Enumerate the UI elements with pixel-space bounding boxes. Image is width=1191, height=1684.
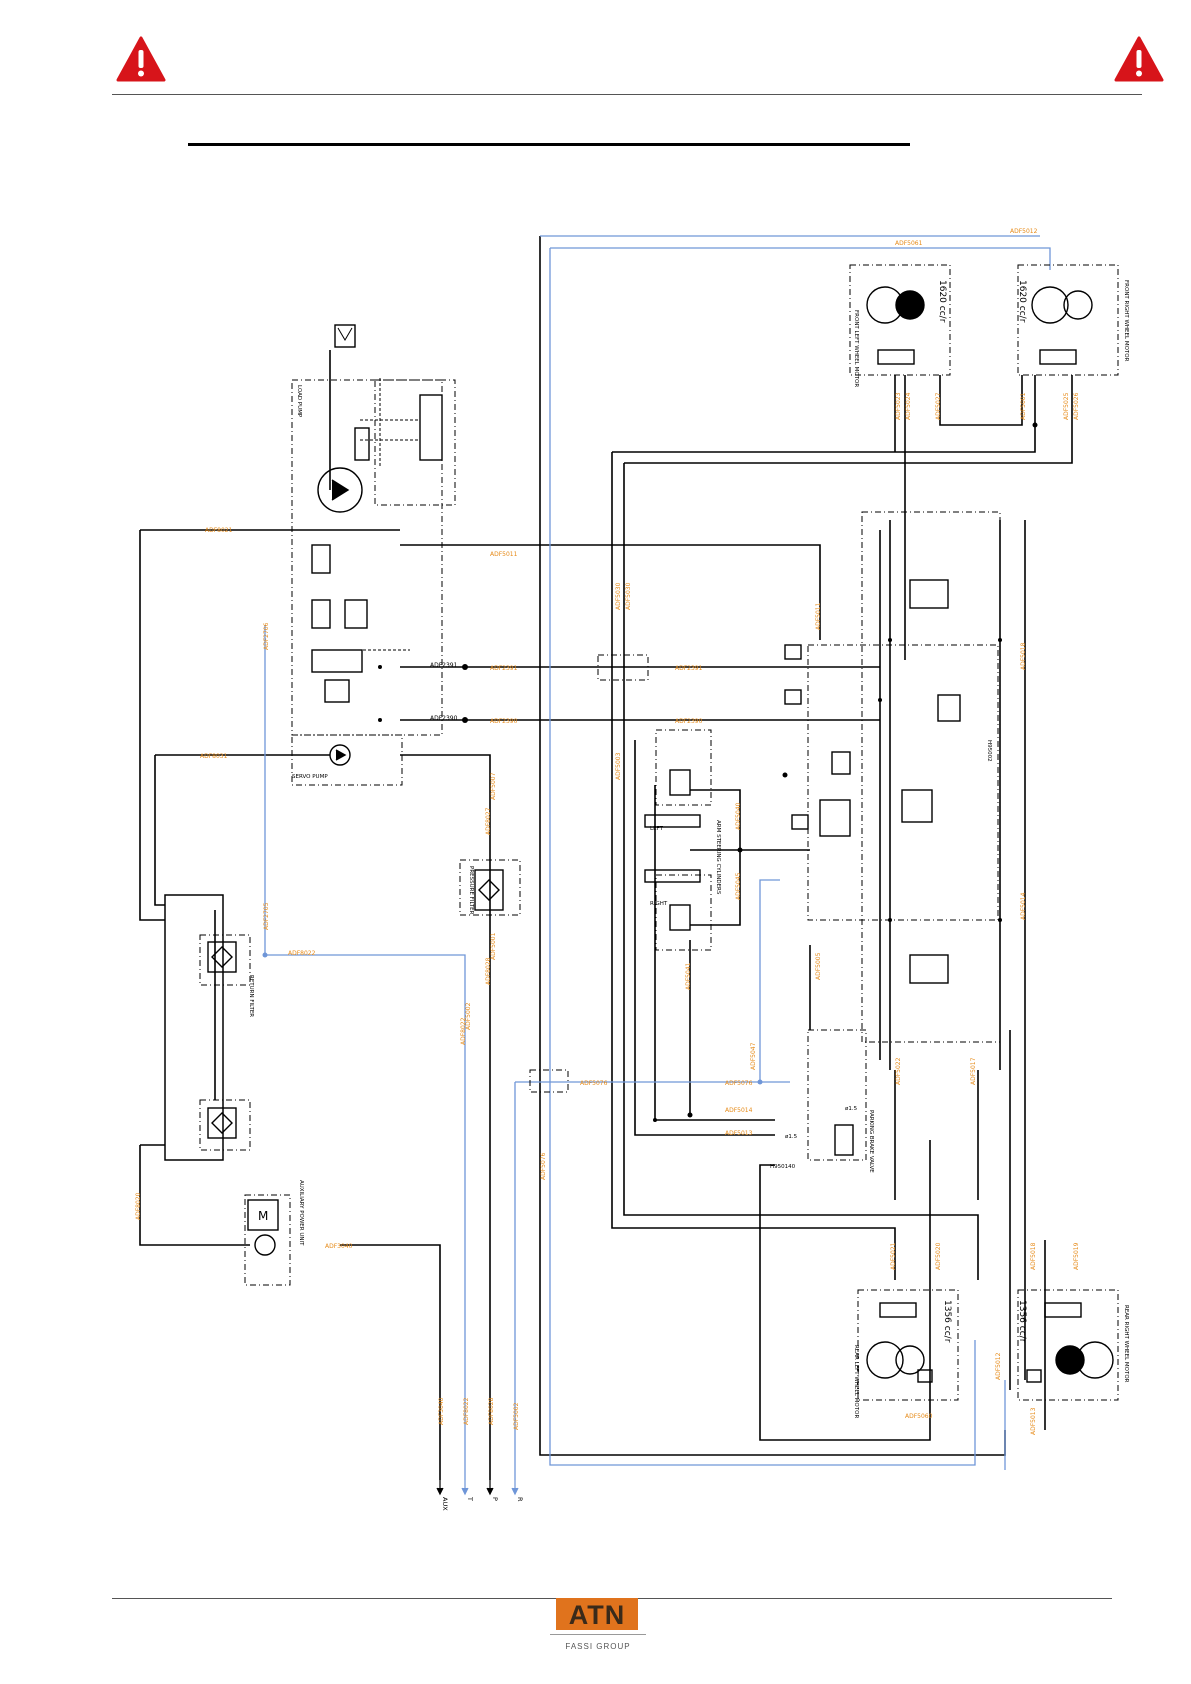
code-label-adf8022: ADF8022 (288, 950, 316, 957)
svg-text:ADF8021: ADF8021 (205, 527, 233, 534)
svg-text:ADF5013: ADF5013 (1030, 1407, 1037, 1435)
svg-text:ADF2705: ADF2705 (263, 902, 270, 930)
svg-text:H950140: H950140 (770, 1164, 796, 1170)
svg-text:1356 cc/r: 1356 cc/r (1017, 1300, 1027, 1343)
logo-text: ATN (568, 1600, 626, 1630)
svg-text:ADF5026: ADF5026 (1073, 392, 1080, 420)
svg-text:ADF3040: ADF3040 (438, 1397, 445, 1425)
svg-text:ADF5017: ADF5017 (970, 1057, 977, 1085)
svg-text:PARKING BRAKE VALVE: PARKING BRAKE VALVE (868, 1110, 874, 1173)
svg-text:FRONT RIGHT WHEEL MOTOR: FRONT RIGHT WHEEL MOTOR (1123, 280, 1129, 362)
atn-logo: ATN FASSI GROUP (550, 1598, 652, 1668)
svg-text:ADF5040: ADF5040 (735, 802, 742, 830)
svg-text:ADF8028: ADF8028 (485, 957, 492, 985)
svg-text:ø1.5: ø1.5 (845, 1106, 858, 1112)
svg-text:ADF5076: ADF5076 (725, 1080, 753, 1087)
warning-triangle-icon (1114, 36, 1164, 82)
svg-text:ADF5018: ADF5018 (1020, 642, 1027, 670)
svg-text:ADF5002: ADF5002 (465, 1002, 472, 1030)
svg-text:ADF5020: ADF5020 (935, 1242, 942, 1270)
svg-text:ADF5011: ADF5011 (490, 551, 518, 558)
svg-text:ADF8028: ADF8028 (488, 1397, 495, 1425)
svg-text:ADF5061: ADF5061 (895, 240, 923, 247)
svg-text:ADF5021: ADF5021 (890, 1242, 897, 1270)
svg-text:ADF2390: ADF2390 (430, 715, 458, 722)
svg-text:1356 cc/r: 1356 cc/r (942, 1300, 952, 1343)
svg-text:ADF5041: ADF5041 (685, 962, 692, 990)
svg-text:ADF2391: ADF2391 (675, 665, 703, 672)
svg-text:ADF8031: ADF8031 (200, 753, 228, 760)
svg-text:ADF5012: ADF5012 (1010, 228, 1038, 235)
svg-text:REAR RIGHT WHEEL MOTOR: REAR RIGHT WHEEL MOTOR (1123, 1305, 1129, 1383)
svg-text:ADF5014: ADF5014 (1020, 892, 1027, 920)
svg-text:ADF5027: ADF5027 (935, 392, 942, 420)
svg-text:FRONT LEFT WHEEL MOTOR: FRONT LEFT WHEEL MOTOR (853, 310, 859, 387)
svg-text:ADF5045: ADF5045 (735, 872, 742, 900)
svg-text:ADF5060: ADF5060 (905, 1413, 933, 1420)
svg-text:ADF8020: ADF8020 (135, 1192, 142, 1220)
svg-text:ADF5076: ADF5076 (540, 1152, 547, 1180)
svg-text:LEFT: LEFT (650, 826, 664, 832)
svg-text:ADF5012: ADF5012 (995, 1352, 1002, 1380)
svg-text:ADF5002: ADF5002 (513, 1402, 520, 1430)
outlet-p-label: P (491, 1497, 499, 1501)
svg-text:ADF5076: ADF5076 (580, 1080, 608, 1087)
logo-box (556, 1598, 638, 1630)
svg-text:ADF8027: ADF8027 (485, 807, 492, 835)
svg-text:REAR LEFT WHEEL MOTOR: REAR LEFT WHEEL MOTOR (853, 1345, 859, 1418)
svg-text:1620 cc/r: 1620 cc/r (1017, 280, 1027, 323)
svg-text:ADF5003: ADF5003 (615, 752, 622, 780)
svg-text:ADF5013: ADF5013 (725, 1130, 753, 1137)
svg-text:1620 cc/r: 1620 cc/r (937, 280, 947, 323)
svg-text:ADF5025: ADF5025 (1063, 392, 1070, 420)
svg-text:ADF2390: ADF2390 (490, 718, 518, 725)
svg-text:RIGHT: RIGHT (650, 901, 668, 907)
svg-text:ADF5001: ADF5001 (1020, 392, 1027, 420)
svg-text:ADF5014: ADF5014 (725, 1107, 753, 1114)
svg-text:ARM STEERING CYLINDERS: ARM STEERING CYLINDERS (715, 820, 721, 895)
svg-text:LOAD PUMP: LOAD PUMP (296, 385, 302, 418)
svg-text:ADF5024: ADF5024 (905, 392, 912, 420)
svg-text:ADF5023: ADF5023 (895, 392, 902, 420)
outlet-r-label: R (516, 1497, 524, 1502)
svg-text:ADF5030: ADF5030 (615, 582, 622, 610)
logo-line (550, 1634, 646, 1635)
svg-text:ADF5005: ADF5005 (815, 952, 822, 980)
svg-text:RETURN FILTER: RETURN FILTER (248, 975, 254, 1017)
logo-subtext: FASSI GROUP (565, 1642, 631, 1651)
svg-text:ADF5018: ADF5018 (1030, 1242, 1037, 1270)
svg-text:ADF2390: ADF2390 (675, 718, 703, 725)
svg-text:AUXILIARY POWER UNIT: AUXILIARY POWER UNIT (298, 1180, 304, 1246)
warning-triangle-icon (116, 36, 166, 82)
svg-text:PRESSURE FILTER: PRESSURE FILTER (468, 866, 474, 915)
svg-text:ADF2391: ADF2391 (430, 662, 458, 669)
outlet-t-label: T (466, 1496, 474, 1501)
svg-text:ADF8022: ADF8022 (463, 1397, 470, 1425)
svg-text:ADF5019: ADF5019 (1073, 1242, 1080, 1270)
code-label-adf3040: ADF3040 (325, 1243, 353, 1250)
svg-text:M: M (258, 1209, 268, 1223)
svg-text:ADF5011: ADF5011 (815, 602, 822, 630)
svg-text:ADF5001: ADF5001 (490, 932, 497, 960)
svg-text:ADF8022: ADF8022 (460, 1017, 467, 1045)
svg-text:ADF2391: ADF2391 (490, 665, 518, 672)
svg-text:ADF5030: ADF5030 (625, 582, 632, 610)
svg-text:ADF5047: ADF5047 (750, 1042, 757, 1070)
svg-text:H95002: H95002 (986, 740, 992, 762)
svg-text:ADF5022: ADF5022 (895, 1057, 902, 1085)
svg-text:SERVO PUMP: SERVO PUMP (292, 774, 328, 780)
svg-text:ADF2706: ADF2706 (263, 622, 270, 650)
svg-text:ADF5007: ADF5007 (490, 772, 497, 800)
svg-text:ø1.5: ø1.5 (785, 1134, 798, 1140)
title-rule (188, 143, 910, 146)
outlet-aux-label: AUX (441, 1497, 449, 1511)
header-rule (112, 94, 1142, 95)
